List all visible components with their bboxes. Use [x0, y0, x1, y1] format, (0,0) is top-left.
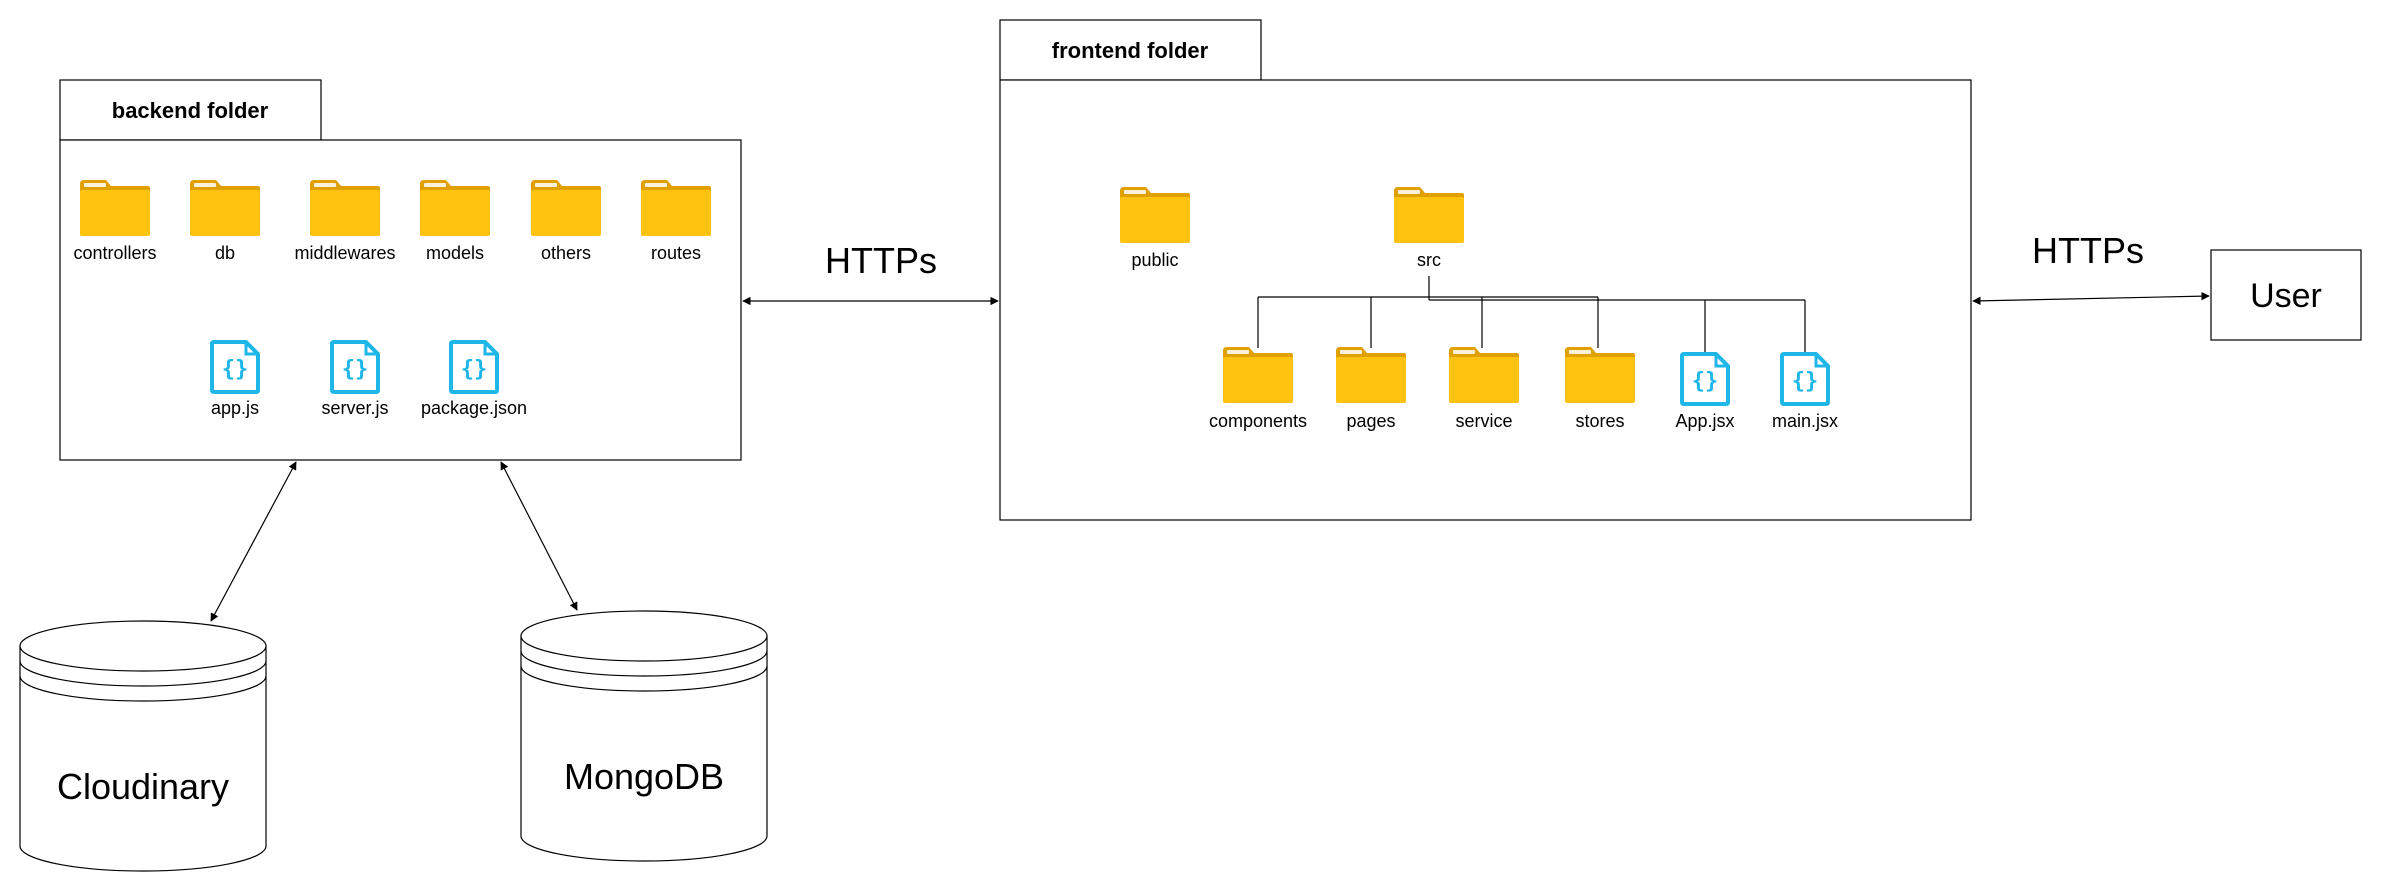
- folder-label: public: [1131, 250, 1178, 270]
- user-box: [2210, 249, 2362, 341]
- file-label: app.js: [211, 398, 259, 418]
- svg-text:{}: {}: [222, 357, 249, 382]
- json-file-icon: {}: [449, 340, 499, 394]
- folder-label: others: [541, 243, 591, 263]
- backend-file-group: {} app.js {} server.js {} package.json: [210, 340, 527, 418]
- backend-frontend-label: HTTPs: [825, 240, 937, 281]
- backend-tab: [59, 79, 322, 141]
- svg-text:{}: {}: [1792, 369, 1819, 394]
- folder-icon: [80, 180, 150, 236]
- folder-icon: [1120, 187, 1190, 243]
- frontend-user-label: HTTPs: [2032, 230, 2144, 271]
- backend-package: backend folder controllers db middlewares m…: [59, 79, 742, 461]
- svg-text:{}: {}: [1692, 369, 1719, 394]
- folder-icon: [1394, 187, 1464, 243]
- cloudinary-database: Cloudinary: [19, 620, 267, 872]
- file-label: package.json: [421, 398, 527, 418]
- folder-public: public: [1120, 187, 1190, 270]
- folder-label: routes: [651, 243, 701, 263]
- file-label: server.js: [321, 398, 388, 418]
- folder-label: models: [426, 243, 484, 263]
- folder-src: src: [1394, 187, 1464, 270]
- file-package-json: {} package.json: [421, 340, 527, 418]
- src-tree-connectors: [1257, 276, 1806, 352]
- folder-label: stores: [1575, 411, 1624, 431]
- folder-label: pages: [1346, 411, 1395, 431]
- file-label: main.jsx: [1772, 411, 1838, 431]
- file-app-jsx: {} App.jsx: [1675, 352, 1735, 431]
- folder-pages: pages: [1336, 347, 1406, 431]
- mongodb-database: MongoDB: [520, 610, 768, 862]
- svg-text:{}: {}: [461, 357, 488, 382]
- folder-icon: [420, 180, 490, 236]
- file-label: App.jsx: [1675, 411, 1734, 431]
- frontend-package: frontend folder public src components page…: [999, 19, 1972, 521]
- src-file-group: {} App.jsx {} main.jsx: [1675, 352, 1838, 431]
- src-folder-group: components pages service stores: [1209, 347, 1635, 431]
- folder-label: middlewares: [294, 243, 395, 263]
- file-server-js: {} server.js: [321, 340, 389, 418]
- backend-title: backend folder: [112, 98, 269, 123]
- json-file-icon: {}: [1780, 352, 1830, 406]
- folder-others: others: [531, 180, 601, 263]
- json-file-icon: {}: [330, 340, 380, 394]
- frontend-user-arrow: [1972, 291, 2210, 306]
- file-main-jsx: {} main.jsx: [1772, 352, 1838, 431]
- folder-icon: [310, 180, 380, 236]
- folder-components: components: [1209, 347, 1307, 431]
- backend-body: [59, 139, 742, 461]
- svg-text:{}: {}: [342, 357, 369, 382]
- folder-icon: [190, 180, 260, 236]
- frontend-title: frontend folder: [1052, 38, 1209, 63]
- folder-label: service: [1455, 411, 1512, 431]
- folder-db: db: [190, 180, 260, 263]
- folder-middlewares: middlewares: [294, 180, 396, 263]
- backend-cloudinary-arrow: [210, 461, 297, 622]
- backend-mongodb-arrow: [500, 461, 578, 611]
- folder-icon: [641, 180, 711, 236]
- folder-controllers: controllers: [73, 180, 157, 263]
- folder-icon: [1223, 347, 1293, 403]
- frontend-tab: [999, 19, 1262, 81]
- json-file-icon: {}: [1680, 352, 1730, 406]
- folder-label: src: [1417, 250, 1441, 270]
- folder-service: service: [1449, 347, 1519, 431]
- frontend-top-folder-group: public src: [1120, 187, 1464, 270]
- folder-models: models: [420, 180, 490, 263]
- folder-routes: routes: [641, 180, 711, 263]
- cloudinary-label: Cloudinary: [57, 766, 229, 807]
- folder-stores: stores: [1565, 347, 1635, 431]
- folder-icon: [531, 180, 601, 236]
- folder-icon: [1565, 347, 1635, 403]
- mongodb-label: MongoDB: [564, 756, 724, 797]
- folder-label: controllers: [73, 243, 156, 263]
- folder-label: components: [1209, 411, 1307, 431]
- json-file-icon: {}: [210, 340, 260, 394]
- folder-icon: [1449, 347, 1519, 403]
- folder-icon: [1336, 347, 1406, 403]
- user-actor: User: [2210, 249, 2362, 341]
- file-app-js: {} app.js: [210, 340, 260, 418]
- folder-label: db: [215, 243, 235, 263]
- user-label: User: [2250, 277, 2322, 315]
- backend-folder-group: controllers db middlewares models others rout…: [73, 180, 711, 263]
